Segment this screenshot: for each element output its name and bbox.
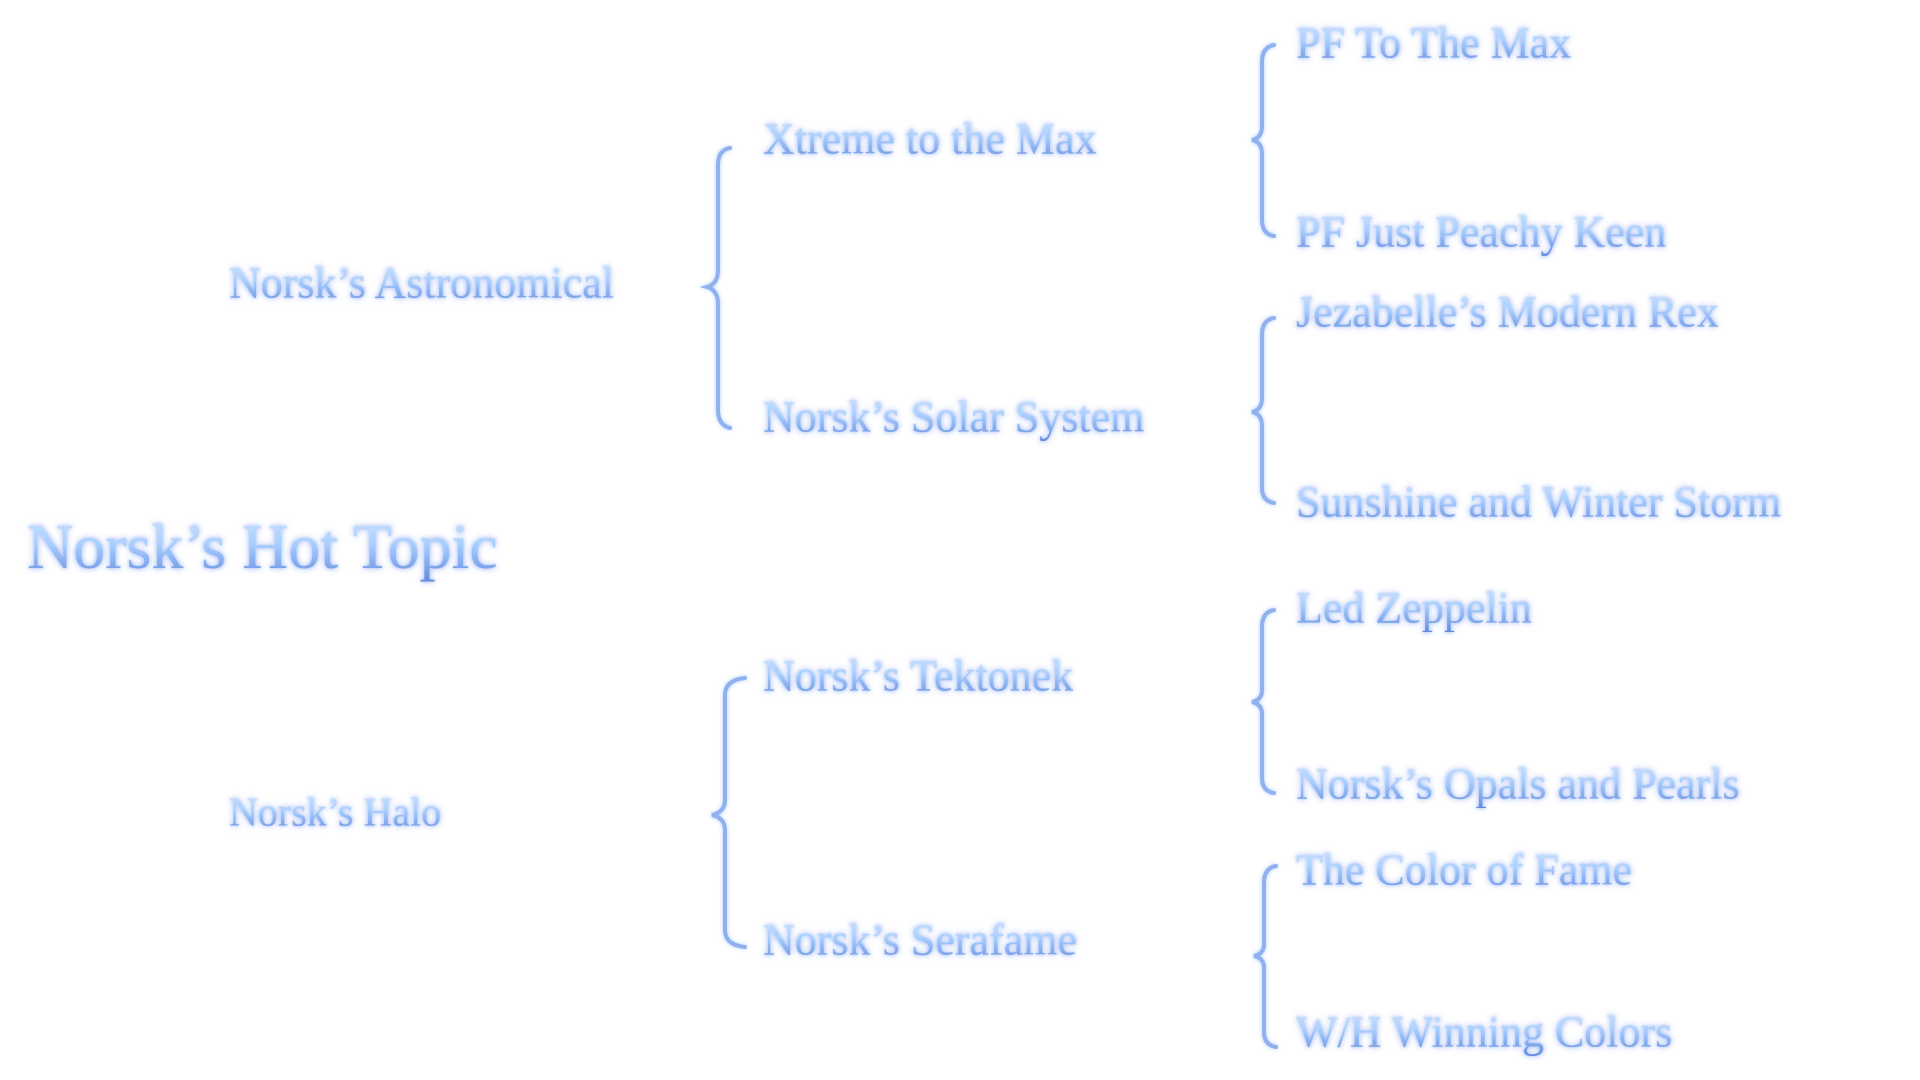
branch-astronomical: Norsk’s Astronomical xyxy=(229,258,614,308)
subtopic-tektonek: Norsk’s Tektonek xyxy=(763,651,1074,701)
leaf-item: Norsk’s Opals and Pearls xyxy=(1296,759,1740,809)
brace-astronomical xyxy=(699,146,732,430)
leaf-item: Led Zeppelin xyxy=(1296,583,1532,633)
brace-serafame xyxy=(1253,864,1278,1049)
brace-halo xyxy=(711,676,747,949)
brace-solar-system xyxy=(1251,316,1276,505)
leaf-item: W/H Winning Colors xyxy=(1296,1007,1673,1057)
leaf-item: Jezabelle’s Modern Rex xyxy=(1296,287,1719,337)
subtopic-solar-system: Norsk’s Solar System xyxy=(763,392,1145,442)
subtopic-serafame: Norsk’s Serafame xyxy=(763,915,1078,965)
leaf-item: PF To The Max xyxy=(1296,18,1572,68)
leaf-item: Sunshine and Winter Storm xyxy=(1296,477,1782,527)
leaf-item: PF Just Peachy Keen xyxy=(1296,207,1667,257)
leaf-item: The Color of Fame xyxy=(1296,845,1633,895)
brace-xtreme xyxy=(1251,43,1276,238)
subtopic-xtreme: Xtreme to the Max xyxy=(763,114,1097,164)
brace-tektonek xyxy=(1251,608,1276,795)
root-topic: Norsk’s Hot Topic xyxy=(27,511,498,582)
branch-halo: Norsk’s Halo xyxy=(229,789,442,835)
